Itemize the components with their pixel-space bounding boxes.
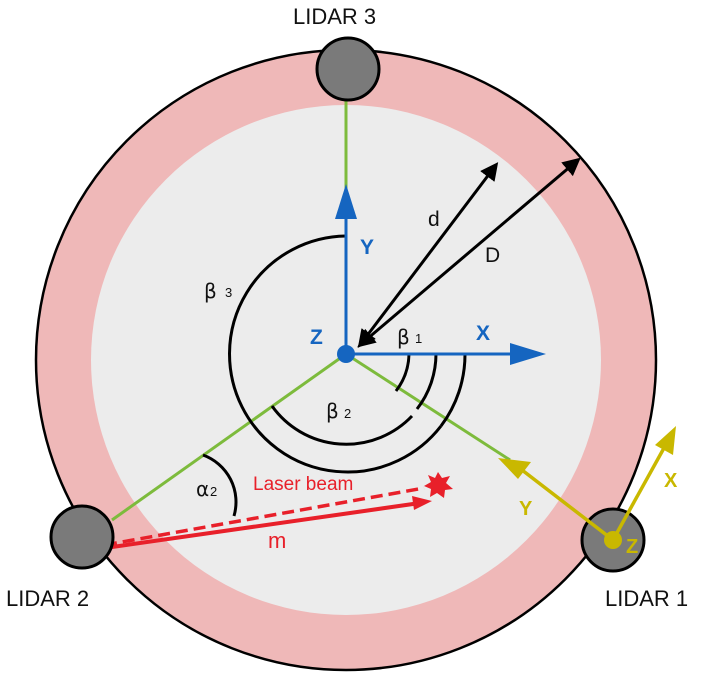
- center-y-label: Y: [360, 236, 374, 259]
- laser-beam-dashed: [104, 486, 425, 547]
- lidar1-x-axis: [611, 447, 666, 541]
- lidar2-sensor: [49, 504, 115, 570]
- beta1-label: β: [397, 325, 410, 349]
- center-z-label: Z: [310, 326, 323, 349]
- lidar1-y-arrowhead: [498, 458, 531, 479]
- alpha2-label: α: [196, 477, 209, 501]
- lidar3-label: LIDAR 3: [293, 4, 376, 29]
- beta1-arc-mid: [415, 353, 438, 410]
- beta2-label: β: [326, 399, 339, 423]
- laser-hit-point: [424, 472, 453, 498]
- D-arrow: [357, 157, 581, 348]
- lidar1-label: LIDAR 1: [605, 586, 688, 611]
- center-x-arrowhead: [510, 343, 546, 365]
- lidar1-x-arrowhead: [655, 426, 676, 455]
- laser-distance-arrowhead-right: [412, 496, 432, 510]
- beta1-subscript: 1: [415, 331, 422, 346]
- alpha2-subscript: 2: [210, 484, 217, 499]
- D-label: D: [485, 244, 500, 267]
- center-y-arrowhead: [335, 184, 357, 219]
- laser-distance-line: [97, 501, 421, 551]
- lidar3-sensor: [315, 36, 381, 102]
- d-label: d: [428, 208, 440, 231]
- lidar1-z-label: Z: [626, 536, 638, 558]
- beta3-arc: [228, 234, 443, 474]
- beta3-label: β: [204, 279, 217, 303]
- green-line-lidar1: [345, 352, 511, 462]
- lidar1-x-label: X: [664, 470, 678, 492]
- laser-beam-label: Laser beam: [253, 474, 353, 495]
- lidar2-label: LIDAR 2: [6, 586, 89, 611]
- center-x-label: X: [476, 322, 490, 345]
- lidar1-y-axis: [520, 468, 615, 542]
- center-origin-dot: [337, 345, 355, 363]
- beta1-arc-inner: [394, 353, 411, 392]
- lidar1-y-label: Y: [519, 498, 533, 520]
- laser-distance-label: m: [268, 528, 286, 553]
- beta3-subscript: 3: [225, 285, 232, 300]
- beta1-arc-outer: [439, 353, 467, 427]
- beta2-arc: [270, 405, 414, 446]
- beta2-subscript: 2: [344, 406, 351, 421]
- alpha2-arc: [202, 453, 238, 517]
- green-line-lidar2: [111, 352, 347, 522]
- lidar1-origin-dot: [604, 531, 622, 549]
